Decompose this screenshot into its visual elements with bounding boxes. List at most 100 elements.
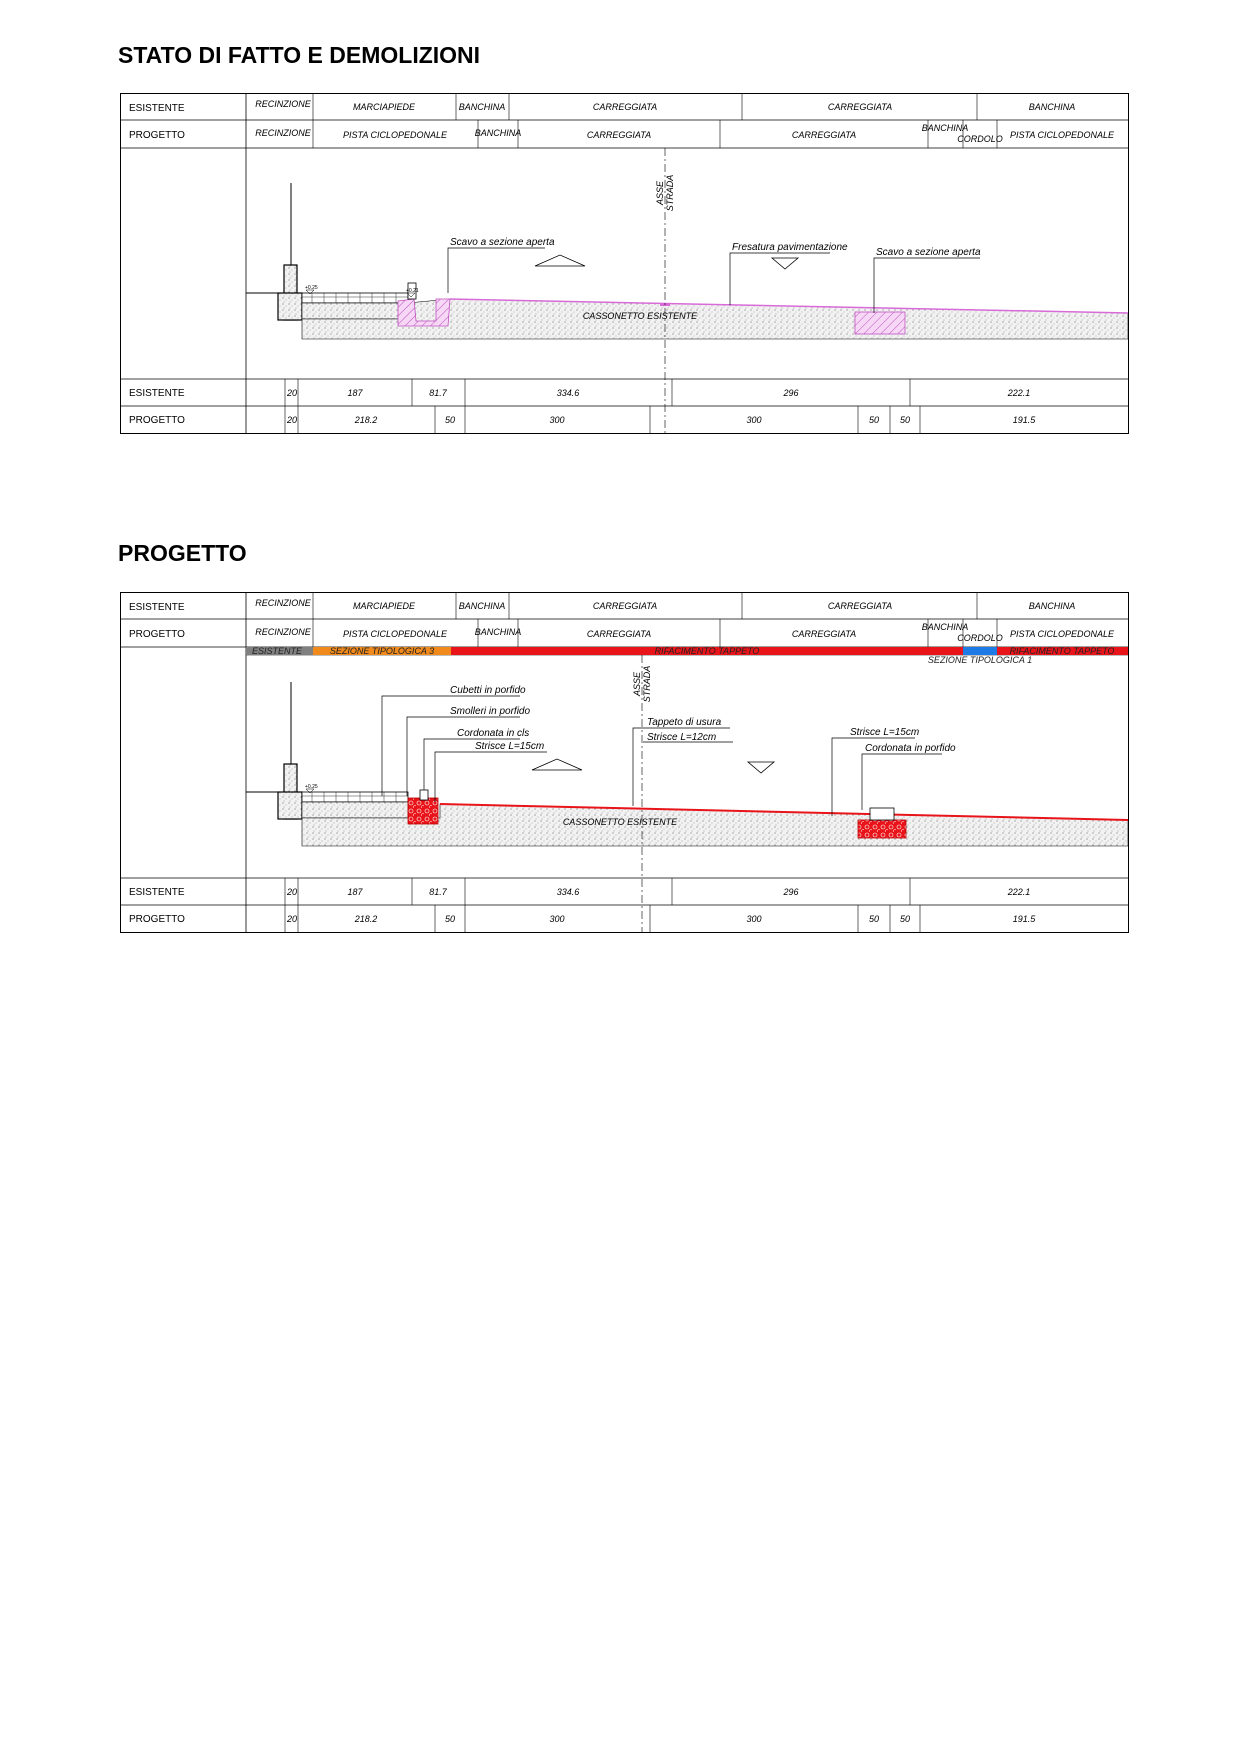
level-marker: +0.25	[305, 285, 318, 291]
dim-value: 50	[900, 415, 910, 425]
dim-value: 20	[286, 388, 297, 398]
dim-value: 50	[900, 914, 910, 924]
hdr-pista: PISTA CICLOPEDONALE	[343, 130, 448, 140]
hdr-pista: PISTA CICLOPEDONALE	[1010, 130, 1115, 140]
legend-segment-tipologica-1	[963, 647, 997, 655]
svg-text:Strisce L=12cm: Strisce L=12cm	[647, 732, 716, 743]
hdr-banchina: BANCHINA	[459, 102, 506, 112]
legend-segment-rifacimento	[997, 647, 1128, 655]
dim-value: 81.7	[429, 887, 448, 897]
row-label-progetto: PROGETTO	[129, 130, 185, 141]
dim-value: 20	[286, 914, 297, 924]
section-drawing-1: ESISTENTE RECINZIONE MARCIAPIEDE BANCHIN…	[120, 93, 1129, 434]
annotation-cordonata-porfido: Cordonata in porfido	[861, 743, 956, 810]
hdr-carreggiata: CARREGGIATA	[792, 629, 856, 639]
hdr-recinzione: RECINZIONE	[255, 627, 312, 637]
svg-text:Scavo a sezione aperta: Scavo a sezione aperta	[450, 237, 555, 248]
annotation-scavo-right: Scavo a sezione aperta	[873, 247, 981, 313]
svg-text:Strisce L=15cm: Strisce L=15cm	[475, 741, 544, 752]
annotation-scavo-left: Scavo a sezione aperta	[447, 237, 555, 293]
dim-value: 218.2	[354, 914, 378, 924]
hdr-carreggiata: CARREGGIATA	[587, 130, 651, 140]
dim-value: 81.7	[429, 388, 448, 398]
row-label-esistente: ESISTENTE	[129, 602, 185, 613]
drawing-progetto: ESISTENTE RECINZIONE MARCIAPIEDE BANCHIN…	[120, 592, 1132, 934]
hdr-marciapiede: MARCIAPIEDE	[353, 102, 416, 112]
dim-value: 222.1	[1007, 388, 1031, 398]
hdr-banchina: BANCHINA	[1029, 601, 1076, 611]
excavation-right	[854, 311, 906, 335]
sidewalk-paving	[301, 292, 409, 304]
legend-label: RIFACIMENTO TAPPETO	[655, 646, 760, 656]
dim-value: 334.6	[557, 388, 580, 398]
hdr-banchina: BANCHINA	[922, 123, 969, 133]
dim-row-label-esistente: ESISTENTE	[129, 887, 185, 898]
slope-triangle	[770, 257, 800, 270]
dim-value: 20	[286, 415, 297, 425]
new-wearing-course	[439, 803, 1129, 821]
dim-value: 300	[549, 415, 564, 425]
legend-segment-esistente	[246, 647, 313, 655]
hdr-carreggiata: CARREGGIATA	[828, 102, 892, 112]
svg-text:Strisce L=15cm: Strisce L=15cm	[850, 727, 919, 738]
dim-value: 50	[445, 415, 455, 425]
hdr-carreggiata: CARREGGIATA	[587, 629, 651, 639]
base-label: CASSONETTO ESISTENTE	[583, 311, 698, 321]
hdr-carreggiata: CARREGGIATA	[828, 601, 892, 611]
section-title-stato-di-fatto: STATO DI FATTO E DEMOLIZIONI	[118, 42, 481, 68]
base-label: CASSONETTO ESISTENTE	[563, 817, 678, 827]
frame	[120, 93, 1129, 434]
svg-text:Cordonata in porfido: Cordonata in porfido	[865, 743, 956, 754]
legend-segment-rifacimento	[451, 647, 963, 655]
annotation-strisce-15-right: Strisce L=15cm	[831, 727, 919, 816]
dim-row-label-esistente: ESISTENTE	[129, 388, 185, 399]
annotation-cordonata-cls: Cordonata in cls	[423, 728, 529, 790]
svg-text:Fresatura pavimentazione: Fresatura pavimentazione	[732, 242, 848, 253]
hdr-recinzione: RECINZIONE	[255, 598, 312, 608]
pavement-milling-line	[449, 298, 1129, 314]
hdr-banchina: BANCHINA	[922, 622, 969, 632]
annotation-cubetti: Cubetti in porfido	[381, 685, 526, 796]
dim-row-label-progetto: PROGETTO	[129, 415, 185, 426]
curb-cls	[407, 797, 439, 825]
svg-text:Scavo a sezione aperta: Scavo a sezione aperta	[876, 247, 981, 258]
porphyry-cubes	[301, 791, 409, 803]
dim-value: 300	[746, 415, 761, 425]
hdr-recinzione: RECINZIONE	[255, 128, 312, 138]
slope-triangle	[746, 761, 776, 774]
hdr-cordolo: CORDOLO	[957, 134, 1003, 144]
dim-value: 191.5	[1013, 914, 1037, 924]
level-marker: +0.21	[406, 288, 419, 294]
hdr-banchina: BANCHINA	[459, 601, 506, 611]
cross-section-project: +0.25	[246, 682, 1129, 847]
dim-value: 50	[445, 914, 455, 924]
hdr-carreggiata: CARREGGIATA	[593, 601, 657, 611]
hdr-banchina: BANCHINA	[475, 128, 522, 138]
hdr-pista: PISTA CICLOPEDONALE	[343, 629, 448, 639]
axis-label: STRADA	[665, 175, 675, 212]
annotation-strisce-12: Strisce L=12cm	[643, 732, 733, 743]
dim-value: 50	[869, 415, 879, 425]
curb-porfido	[857, 819, 907, 839]
slope-triangle	[534, 254, 586, 267]
annotation-tappeto: Tappeto di usura	[632, 717, 730, 806]
row-label-esistente: ESISTENTE	[129, 103, 185, 114]
section-drawing-2: ESISTENTE RECINZIONE MARCIAPIEDE BANCHIN…	[120, 592, 1129, 933]
annotation-fresatura: Fresatura pavimentazione	[729, 242, 848, 305]
hdr-carreggiata: CARREGGIATA	[593, 102, 657, 112]
legend-bar: ESISTENTE SEZIONE TIPOLOGICA 3 RIFACIMEN…	[246, 646, 1128, 665]
hdr-carreggiata: CARREGGIATA	[792, 130, 856, 140]
excavation-left	[397, 298, 451, 327]
level-marker: +0.25	[305, 784, 318, 790]
hdr-cordolo: CORDOLO	[957, 633, 1003, 643]
annotation-smolleri: Smolleri in porfido	[406, 706, 530, 796]
dim-value: 300	[746, 914, 761, 924]
legend-label: ESISTENTE	[252, 646, 303, 656]
dim-value: 20	[286, 887, 297, 897]
svg-text:Tappeto di usura: Tappeto di usura	[647, 717, 722, 728]
svg-text:Cordonata in cls: Cordonata in cls	[457, 728, 529, 739]
dim-value: 222.1	[1007, 887, 1031, 897]
slope-triangle	[531, 758, 583, 771]
legend-segment-tipologica-3	[313, 647, 451, 655]
legend-label: SEZIONE TIPOLOGICA 3	[330, 646, 434, 656]
